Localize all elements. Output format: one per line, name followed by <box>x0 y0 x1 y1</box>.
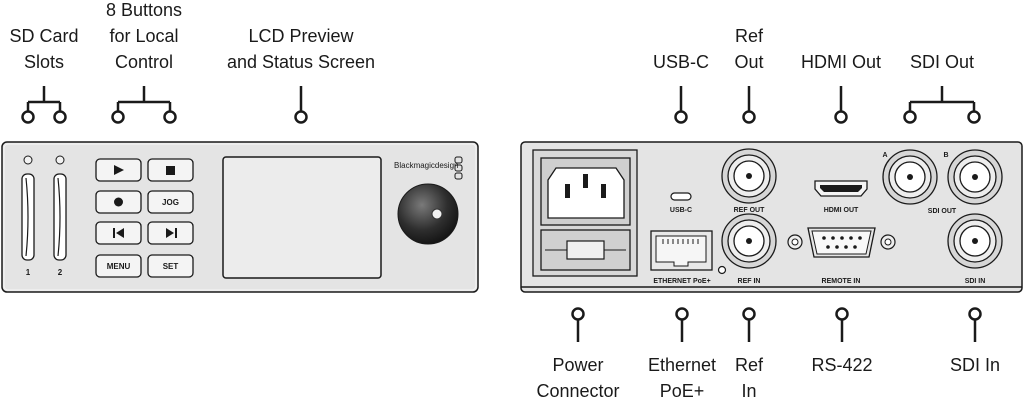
leader-ref-in <box>742 307 756 342</box>
callout-lcd: LCD Preview and Status Screen <box>227 23 375 75</box>
sd-card-slot-1[interactable] <box>21 155 35 261</box>
menu-label: MENU <box>107 262 131 271</box>
sdi-b-label: B <box>943 152 948 159</box>
rear-panel: USB-C ETHERNET PoE+ REF OUT <box>520 141 1023 293</box>
sdi-out-label: SDI OUT <box>928 208 957 215</box>
jog-knob[interactable] <box>397 183 459 245</box>
play-button[interactable] <box>95 158 142 182</box>
leader-ref-out <box>742 86 756 124</box>
leader-ethernet <box>675 307 689 342</box>
ref-out-bnc: REF OUT <box>721 148 777 214</box>
stop-icon <box>166 166 175 175</box>
leader-sdi-out <box>903 86 981 124</box>
callout-line: Ref <box>734 26 764 46</box>
leader-usb-c <box>674 86 688 124</box>
callout-line: Connector <box>536 381 620 401</box>
leader-lcd <box>294 86 308 124</box>
front-panel: 1 2 JOG <box>1 141 479 293</box>
callout-line: Slots <box>23 52 65 72</box>
leader-buttons <box>111 86 177 124</box>
callout-hdmi-out: HDMI Out <box>801 49 881 75</box>
callout-sdi-in: SDI In <box>950 352 1000 378</box>
leader-power <box>571 307 585 342</box>
leader-hdmi-out <box>834 86 848 124</box>
callout-ethernet: Ethernet PoE+ <box>648 352 716 404</box>
callout-line: HDMI Out <box>800 52 882 72</box>
leader-sdi-in <box>968 307 982 342</box>
callout-line: SD Card <box>9 26 79 46</box>
callout-line: 8 Buttons <box>105 0 183 20</box>
sdi-in-bnc: SDI IN <box>947 213 1003 285</box>
callout-ref-out: Ref Out <box>734 23 763 75</box>
remote-in-label: REMOTE IN <box>822 278 861 285</box>
usb-c-label: USB-C <box>670 207 692 214</box>
power-connector <box>532 149 638 277</box>
callout-line: PoE+ <box>659 381 705 401</box>
callout-line: SDI In <box>949 355 1001 375</box>
callout-line: and Status Screen <box>226 52 376 72</box>
callout-line: Out <box>734 52 764 72</box>
hdmi-out-port: HDMI OUT <box>814 180 868 214</box>
callout-line: SDI Out <box>909 52 975 72</box>
callout-buttons: 8 Buttons for Local Control <box>106 0 182 75</box>
callout-line: LCD Preview <box>248 26 354 46</box>
next-button[interactable] <box>147 221 194 245</box>
leader-lines <box>21 86 982 342</box>
callout-line: Power <box>552 355 604 375</box>
callout-line: Ethernet <box>647 355 717 375</box>
set-label: SET <box>163 262 179 271</box>
leader-sd-card-slots <box>21 86 67 124</box>
ethernet-port: ETHERNET PoE+ <box>650 230 713 285</box>
leader-rs422 <box>835 307 849 342</box>
stop-button[interactable] <box>147 158 194 182</box>
callout-line: for Local <box>109 26 179 46</box>
brand-logo-text: Blackmagicdesign <box>394 161 458 170</box>
sdi-in-label: SDI IN <box>965 278 986 285</box>
slot-number-2: 2 <box>58 268 63 277</box>
callout-line: Ref <box>734 355 764 375</box>
callout-line: USB-C <box>652 52 710 72</box>
usb-c-port: USB-C <box>670 192 692 214</box>
jog-button[interactable]: JOG <box>147 190 194 214</box>
record-button[interactable] <box>95 190 142 214</box>
brand-logo-icon <box>454 156 463 180</box>
skip-back-icon <box>113 228 124 238</box>
ref-in-label: REF IN <box>738 278 761 285</box>
ref-out-label: REF OUT <box>734 207 765 214</box>
menu-button[interactable]: MENU <box>95 254 142 278</box>
sd-card-slot-2[interactable] <box>53 155 67 261</box>
ref-in-bnc: REF IN <box>721 213 777 285</box>
callout-sdi-out: SDI Out <box>910 49 974 75</box>
callout-ref-in: Ref In <box>735 352 763 404</box>
record-icon <box>114 197 123 207</box>
slot-number-1: 1 <box>26 268 31 277</box>
sdi-out-b-bnc: B <box>943 149 1003 205</box>
callout-rs422: RS-422 <box>811 352 872 378</box>
ethernet-label: ETHERNET PoE+ <box>653 278 710 285</box>
rs422-port: REMOTE IN <box>787 227 896 285</box>
callout-line: In <box>741 381 757 401</box>
callout-power: Power Connector <box>536 352 619 404</box>
previous-button[interactable] <box>95 221 142 245</box>
callout-usb-c: USB-C <box>653 49 709 75</box>
callout-line: Control <box>114 52 174 72</box>
hdmi-out-label: HDMI OUT <box>824 207 859 214</box>
set-button[interactable]: SET <box>147 254 194 278</box>
sdi-out-a-bnc: A <box>882 149 938 205</box>
jog-label: JOG <box>162 198 179 207</box>
skip-forward-icon <box>166 228 177 238</box>
status-led <box>717 265 727 275</box>
lcd-screen <box>222 156 382 279</box>
callout-sd-card-slots: SD Card Slots <box>9 23 78 75</box>
callout-line: RS-422 <box>811 355 873 375</box>
play-icon <box>114 165 124 175</box>
sdi-a-label: A <box>882 152 887 159</box>
